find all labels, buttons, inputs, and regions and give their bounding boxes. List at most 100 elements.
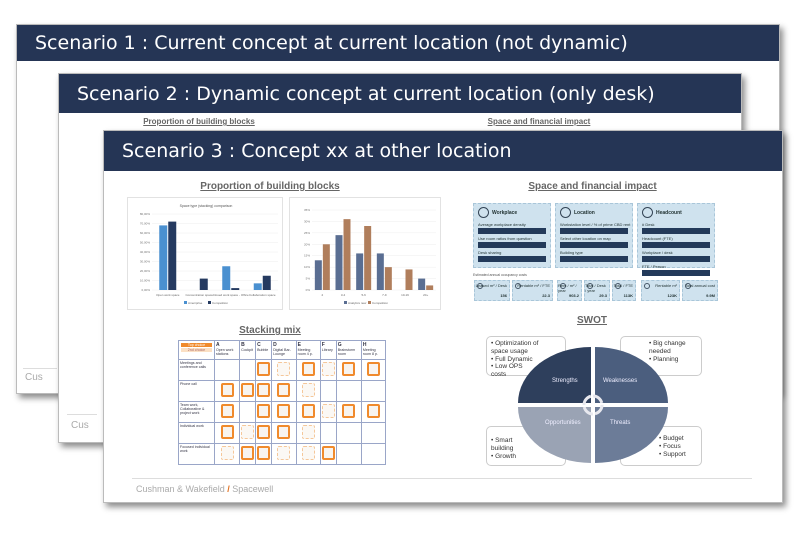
table-cell: [213, 379, 241, 402]
second-choice-space-icon: [220, 445, 234, 460]
y-tick-label: 30%: [304, 219, 310, 223]
column-label: Cockpit: [241, 348, 254, 352]
swot-opportunities-item: • Smart building: [491, 437, 514, 452]
swot-weaknesses-item: • Big change needed: [649, 340, 686, 355]
bar-ameriprise: [253, 283, 262, 290]
card-input[interactable]: [478, 256, 546, 262]
legend-label: Competition: [212, 301, 228, 305]
top-choice-space-icon: [220, 403, 234, 418]
kpi-label: Total / FTE: [613, 283, 633, 288]
swot-item-text: Big change needed: [649, 340, 686, 355]
card-input[interactable]: [560, 256, 628, 262]
kpi-tile: Total annual cost 9.9M: [682, 280, 718, 301]
section-title-proportion: Proportion of building blocks: [200, 181, 340, 192]
card-field-label: FTE / Person: [642, 264, 666, 269]
card-input[interactable]: [642, 228, 710, 234]
column-letter: H: [362, 342, 367, 348]
footer-company: Cushman & Wakefield: [136, 484, 225, 494]
top-choice-space-icon: [257, 424, 271, 439]
card-input[interactable]: [560, 242, 628, 248]
column-letter: G: [337, 342, 342, 348]
headcount-icon: [642, 207, 653, 218]
legend-swatch: [208, 301, 211, 304]
bar-competition: [426, 285, 434, 290]
swot-threats-item: • Budget: [659, 435, 684, 442]
section-title: Space and financial impact: [487, 117, 591, 126]
card-input[interactable]: [478, 228, 546, 234]
x-tick-label: 5-6: [361, 293, 366, 297]
top-choice-space-icon: [220, 382, 234, 397]
location-icon: [560, 207, 571, 218]
swot-strengths-label: Strengths: [552, 378, 578, 384]
swot-item-text: Full Dynamic: [495, 355, 533, 363]
card-title: Headcount: [656, 210, 682, 216]
x-tick-label: 3-4: [341, 293, 346, 297]
occupancy-note: Estimated annual occupancy costs: [473, 273, 527, 277]
kpi-value: 9.9M: [706, 293, 715, 298]
y-tick-label: 5%: [306, 277, 311, 281]
card-field-label: Select other location on map: [560, 236, 611, 241]
table-cell: [319, 442, 337, 466]
kpi-value: 903.2: [568, 293, 579, 298]
bar-competition: [168, 221, 177, 290]
y-tick-label: 20%: [304, 242, 310, 246]
swot-strengths-quadrant: [518, 347, 591, 403]
top-choice-space-icon: [366, 361, 380, 376]
swot-weaknesses-quadrant: [595, 347, 668, 403]
second-choice-space-icon: [321, 361, 335, 376]
card-input[interactable]: [642, 242, 710, 248]
kpi-icon: [560, 283, 566, 289]
table-cell: [360, 400, 387, 423]
bar-competition: [343, 219, 351, 290]
y-tick-label: 70,00%: [140, 222, 151, 226]
table-cell: [239, 358, 257, 381]
card-field-label: # Desk: [642, 222, 655, 227]
column-label: Bubble: [257, 348, 269, 352]
table-cell: [319, 400, 337, 423]
table-cell: [255, 358, 273, 381]
top-choice-space-icon: [277, 382, 291, 397]
table-cell: [335, 358, 362, 381]
card-field-label: Average workplace density: [478, 222, 526, 227]
y-tick-label: 0,00%: [141, 288, 150, 292]
table-cell: [360, 379, 387, 402]
kpi-value: 156: [500, 293, 507, 298]
bar-competition: [384, 267, 392, 290]
kpi-label: Rentable m² / FTE: [517, 283, 550, 288]
swot-weaknesses-item: • Planning: [649, 355, 679, 363]
kpi-icon: [615, 283, 621, 289]
kpi-value: 22.3: [542, 293, 550, 298]
top-choice-space-icon: [220, 424, 234, 439]
kpi-label: Rentable m²: [655, 283, 677, 288]
card-field-label: Workplace / desk: [642, 250, 673, 255]
slide-title: Scenario 1 : Current concept at current …: [17, 25, 779, 61]
column-label: Brainstorm room: [337, 348, 356, 356]
card-input[interactable]: [478, 242, 546, 248]
top-choice-space-icon: [277, 424, 291, 439]
y-tick-label: 40,00%: [140, 250, 151, 254]
card-input[interactable]: [560, 228, 628, 234]
table-cell: [295, 442, 321, 466]
card-input[interactable]: [642, 256, 710, 262]
card-field-label: Building type: [560, 250, 583, 255]
card-field-label: Use room ratios from question: [478, 236, 532, 241]
swot-strengths-item: • Full Dynamic: [491, 355, 533, 363]
kpi-label: Total annual cost: [684, 283, 715, 288]
table-cell: [271, 442, 297, 466]
top-choice-space-icon: [321, 445, 335, 460]
card-input[interactable]: [642, 270, 710, 276]
swot-opportunities-quadrant: [518, 407, 591, 463]
swot-item-text: Support: [663, 450, 686, 458]
table-cell: [255, 379, 273, 402]
top-choice-space-icon: [301, 361, 315, 376]
bar-competition: [405, 269, 413, 290]
table-cell: [360, 358, 387, 381]
table-cell: [335, 421, 362, 444]
